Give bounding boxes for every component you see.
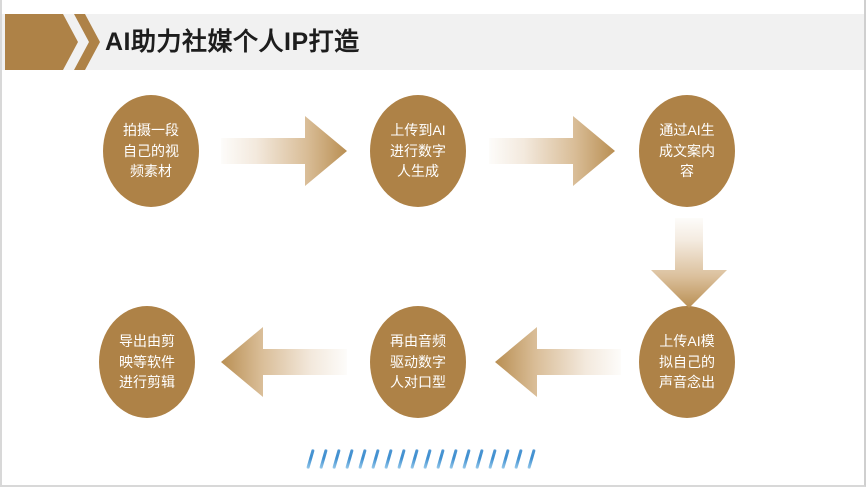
flow-node-label: 上传到AI 进行数字 人生成 [390,121,446,180]
flow-node-label: 导出由剪 映等软件 进行剪辑 [119,332,175,391]
tick-mark [396,448,409,470]
tick-mark [331,448,344,470]
tick-mark [526,448,539,470]
tick-mark [461,448,474,470]
tick-mark [305,448,318,470]
tick-mark [383,448,396,470]
flow-node-2[interactable]: 上传到AI 进行数字 人生成 [370,95,466,207]
tick-mark [318,448,331,470]
flow-node-label: 拍摄一段 自己的视 频素材 [123,121,179,180]
page-title: AI助力社媒个人IP打造 [105,28,360,56]
header-band [2,14,864,70]
tick-mark [422,448,435,470]
flow-node-label: 上传AI模 拟自己的 声音念出 [659,332,715,391]
tick-mark [448,448,461,470]
tick-mark [409,448,422,470]
arrow-right-icon-1 [221,116,347,186]
flow-node-1[interactable]: 拍摄一段 自己的视 频素材 [103,95,199,207]
tick-mark [487,448,500,470]
arrow-right-icon-2 [489,116,615,186]
flow-node-6[interactable]: 导出由剪 映等软件 进行剪辑 [99,306,195,418]
arrow-left-icon-2 [221,327,347,397]
tick-mark [435,448,448,470]
flow-node-label: 通过AI生 成文案内 容 [659,121,715,180]
flow-node-4[interactable]: 上传AI模 拟自己的 声音念出 [639,306,735,418]
tick-mark [370,448,383,470]
flow-node-5[interactable]: 再由音频 驱动数字 人对口型 [370,306,466,418]
tick-mark [513,448,526,470]
header-banner-shape [5,14,78,70]
tick-mark [500,448,513,470]
slanted-tick-row [305,446,545,472]
arrow-left-icon-1 [495,327,621,397]
arrow-down-icon-1 [651,218,727,308]
flow-node-label: 再由音频 驱动数字 人对口型 [390,332,446,391]
tick-mark [474,448,487,470]
tick-mark [357,448,370,470]
flow-node-3[interactable]: 通过AI生 成文案内 容 [639,95,735,207]
tick-mark [344,448,357,470]
